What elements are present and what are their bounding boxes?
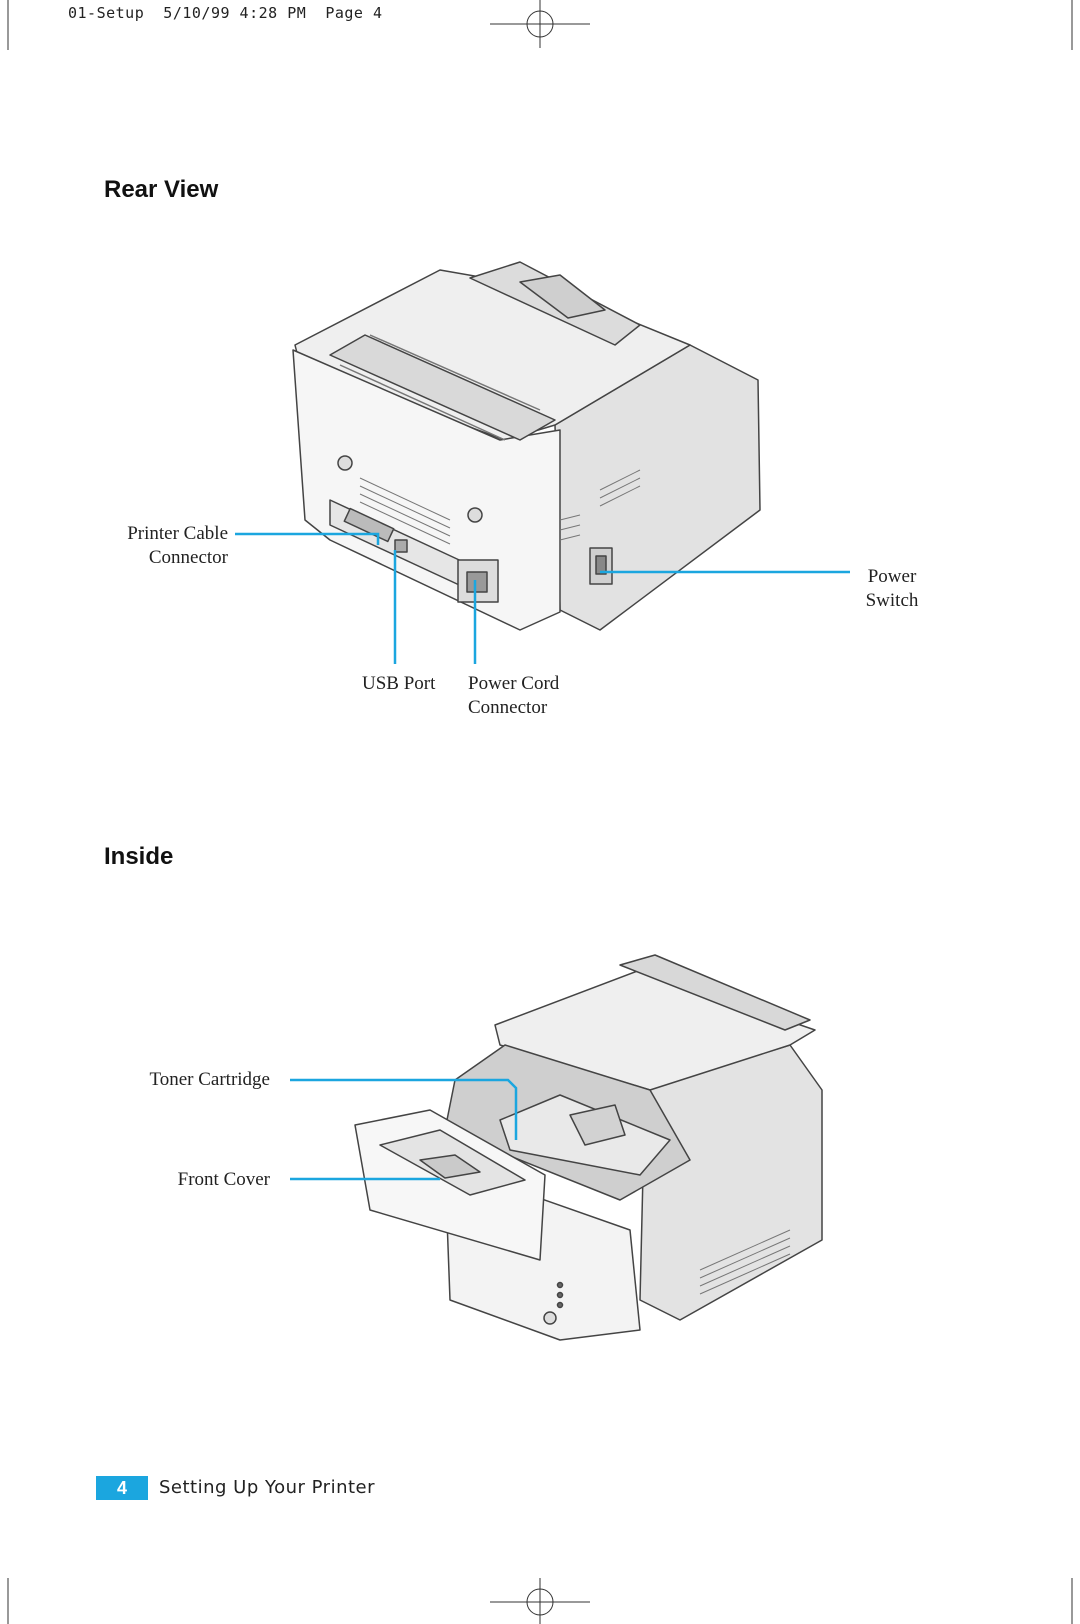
section-title-rear-view: Rear View [104,176,219,203]
inside-printer-illustration [354,954,823,1341]
print-slug: 01-Setup 5/10/99 4:28 PM Page 4 [68,4,383,22]
callout-line-1: Power Cord [468,673,560,694]
callout-line-2: Connector [468,697,548,718]
callout-line-2: Switch [865,590,919,611]
footer-section-title: Setting Up Your Printer [159,1477,376,1498]
page-number-badge: 4 [96,1476,148,1500]
callout-usb-port: USB Port [362,673,436,694]
inside-leader-lines [290,1078,518,1181]
callout-toner-cartridge: Toner Cartridge [149,1069,270,1090]
callout-power-cord-connector: Power Cord Connector [468,672,559,720]
callout-front-cover: Front Cover [177,1169,270,1190]
callout-power-switch: Power Switch [856,565,928,613]
rear-printer-illustration [292,261,761,631]
rear-leader-lines [235,532,850,664]
callout-line-2: Connector [148,547,228,568]
callout-line-1: Power [867,566,917,587]
callout-line-1: Printer Cable [127,523,228,544]
section-title-inside: Inside [104,843,174,870]
crop-marks [7,0,1073,1624]
callout-printer-cable-connector: Printer Cable Connector [100,522,228,570]
